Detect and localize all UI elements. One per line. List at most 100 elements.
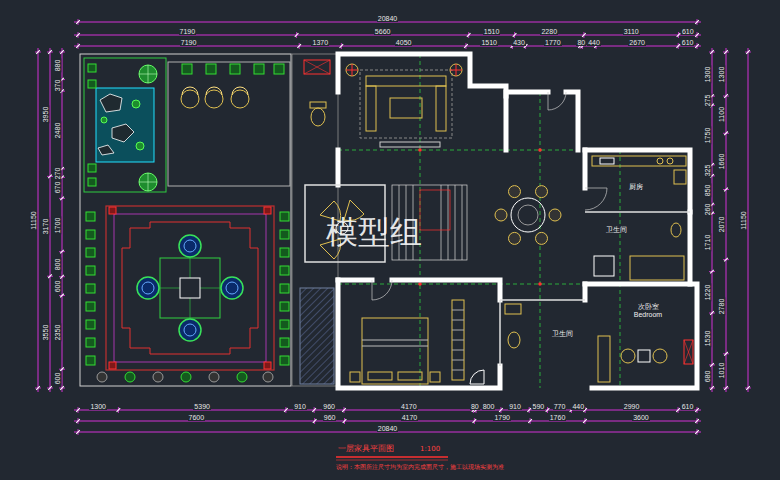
dimension-text: 610 <box>681 403 695 410</box>
door-swing <box>372 92 607 300</box>
wall <box>688 212 693 284</box>
planter <box>86 212 289 382</box>
dimension-text: 1760 <box>549 414 567 421</box>
dimension-text: 800 <box>54 257 61 271</box>
dimension-tick <box>724 50 728 54</box>
dimension-text: 1510 <box>480 39 498 46</box>
drawing-title: 一层家具平面图 <box>338 445 394 453</box>
carpet <box>179 319 201 341</box>
planter <box>97 372 107 382</box>
dimension-text: 440 <box>571 403 585 410</box>
dimension-tick <box>695 408 699 412</box>
room-name: 厨房 <box>628 183 644 191</box>
dining-table <box>536 186 548 198</box>
dimension-tick <box>60 386 64 390</box>
dimension-tick <box>76 20 80 24</box>
title-underline <box>336 457 448 460</box>
courtyard <box>88 178 96 186</box>
planter <box>86 212 95 221</box>
partition <box>500 300 585 366</box>
guest-bedroom-furniture <box>638 350 650 362</box>
carpet <box>184 324 196 336</box>
dimension-text: 610 <box>681 39 695 46</box>
side-strip <box>304 60 330 74</box>
bedroom-furniture <box>452 300 464 380</box>
dimension-text: 80 <box>470 403 480 410</box>
dimension-tick <box>117 408 121 412</box>
dimension-text: 1010 <box>718 362 725 380</box>
dimension-tick <box>467 33 471 37</box>
planter <box>86 320 95 329</box>
dimension-tick <box>60 50 64 54</box>
dimension-text: 1300 <box>718 65 725 83</box>
courtyard <box>205 90 223 108</box>
dimension-text: 850 <box>704 183 711 197</box>
dimension-text: 610 <box>681 28 695 35</box>
dimension-tick <box>342 408 346 412</box>
dimension-text: 5390 <box>193 403 211 410</box>
courtyard <box>96 88 154 162</box>
courtyard <box>80 54 291 386</box>
wall <box>336 150 341 185</box>
axis-dot <box>538 148 542 152</box>
carpet <box>184 240 196 252</box>
dimension-text: 4050 <box>395 39 413 46</box>
dimension-text: 430 <box>512 39 526 46</box>
dimension-tick <box>48 50 52 54</box>
courtyard <box>84 58 166 192</box>
courtyard <box>168 62 290 186</box>
dimension-text: 5660 <box>374 28 392 35</box>
title-underline <box>336 460 448 461</box>
bedroom-furniture <box>470 370 484 384</box>
dimension-tick <box>695 419 699 423</box>
planter <box>86 302 95 311</box>
planter <box>280 266 289 275</box>
room-name: Bedroom <box>633 311 663 319</box>
dimension-text: 11150 <box>30 210 37 230</box>
courtyard <box>88 164 96 172</box>
living-furniture <box>390 98 422 118</box>
dimension-text: 270 <box>54 166 61 180</box>
dimension-tick <box>724 352 728 356</box>
living-furniture <box>346 64 462 76</box>
door-swing <box>548 92 566 110</box>
wall <box>583 284 588 300</box>
dimension-line <box>726 48 727 392</box>
wall <box>585 150 690 212</box>
dining-table <box>509 186 521 198</box>
planter <box>86 338 95 347</box>
carpet <box>226 282 238 294</box>
dimension-tick <box>76 419 80 423</box>
bedroom-furniture <box>430 372 440 382</box>
dimension-tick <box>677 33 681 37</box>
dimension-line <box>74 432 701 433</box>
dimension-text: 670 <box>54 181 61 195</box>
dining-table <box>518 205 538 225</box>
dimension-tick <box>76 44 80 48</box>
dimension-text: 1700 <box>54 216 61 234</box>
wall <box>585 284 697 388</box>
carpet <box>109 207 116 214</box>
courtyard <box>182 87 248 95</box>
dimension-tick <box>695 20 699 24</box>
kitchen-fixture <box>657 158 663 164</box>
dimension-tick <box>695 44 699 48</box>
dimension-tick <box>295 33 299 37</box>
dimension-tick <box>36 386 40 390</box>
dimension-tick <box>464 44 468 48</box>
room-name: 卫生间 <box>551 330 574 338</box>
dimension-tick <box>676 44 680 48</box>
living-furniture <box>346 64 462 147</box>
wall <box>338 280 500 388</box>
dimension-text: 3950 <box>42 105 49 123</box>
dimension-tick <box>710 386 714 390</box>
door-swing <box>372 280 392 300</box>
bath-fixture <box>630 256 684 280</box>
planter <box>280 356 289 365</box>
guest-bedroom-furniture <box>621 349 635 363</box>
dimension-tick <box>48 274 52 278</box>
dimension-text: 3110 <box>623 28 640 35</box>
bedroom-furniture <box>368 372 392 380</box>
axis-dot <box>538 282 542 286</box>
dimension-tick <box>76 33 80 37</box>
